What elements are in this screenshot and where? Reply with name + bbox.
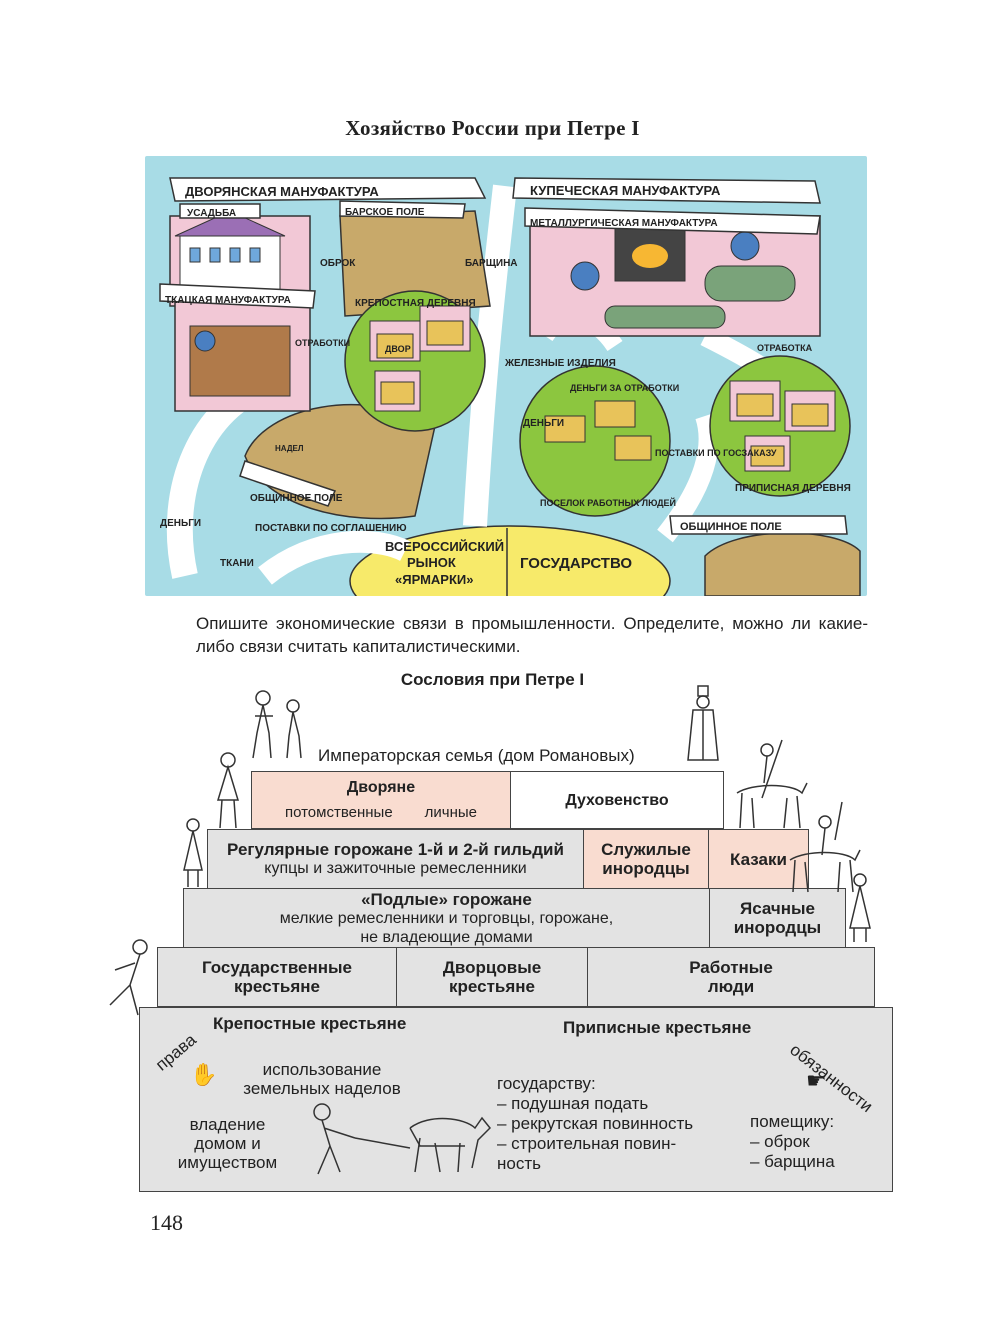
label-money-left: ДЕНЬГИ bbox=[160, 518, 201, 529]
rights-1-line2: земельных наделов bbox=[243, 1079, 401, 1098]
label-lords-field: БАРСКОЕ ПОЛЕ bbox=[345, 207, 425, 218]
nobility-title: Дворяне bbox=[346, 779, 416, 796]
pointing-hand-icon: ☛ bbox=[806, 1068, 826, 1093]
palace-peasants-box: Дворцовые крестьяне bbox=[396, 947, 588, 1007]
to-landlord-head: помещику: bbox=[750, 1112, 835, 1131]
assigned-peasants-label: Приписные крестьяне bbox=[563, 1018, 752, 1037]
label-state: ГОСУДАРСТВО bbox=[520, 555, 632, 572]
label-state-supplies: ПОСТАВКИ ПО ГОСЗАКАЗУ bbox=[655, 448, 777, 458]
label-metallurgical: МЕТАЛЛУРГИЧЕСКАЯ МАНУФАКТУРА bbox=[530, 218, 718, 229]
regular-townspeople-sub: купцы и зажиточные ремесленники bbox=[264, 860, 527, 877]
clergy-box: Духовенство bbox=[510, 771, 724, 829]
label-serf-village: КРЕПОСТНАЯ ДЕРЕВНЯ bbox=[355, 298, 476, 309]
service-foreigners-box: Служилые инородцы bbox=[583, 829, 709, 889]
state-peasants-line1: Государственные bbox=[201, 958, 353, 977]
cossack-rider-figure bbox=[736, 739, 808, 829]
nobility-hereditary: потомственные bbox=[284, 804, 393, 821]
label-communal-field-right: ОБЩИННОЕ ПОЛЕ bbox=[680, 521, 782, 533]
working-people-box: Работные люди bbox=[587, 947, 875, 1007]
label-dvor: ДВОР bbox=[385, 344, 411, 354]
rights-1-line1: использование bbox=[262, 1060, 382, 1079]
label-supplies: ПОСТАВКИ ПО СОГЛАШЕНИЮ bbox=[255, 523, 407, 534]
label-cloth: ТКАНИ bbox=[220, 558, 254, 569]
label-supply-money: ДЕНЬГИ ЗА ОТРАБОТКИ bbox=[570, 383, 679, 393]
label-market-2: РЫНОК bbox=[407, 555, 456, 570]
label-market-1: ВСЕРОССИЙСКИЙ bbox=[385, 539, 504, 554]
to-state-item-3: – строительная повин- bbox=[497, 1134, 677, 1153]
merchant-figure bbox=[183, 818, 203, 887]
mean-townspeople-sub2: не владеющие домами bbox=[360, 928, 533, 946]
label-money: ДЕНЬГИ bbox=[523, 418, 564, 429]
question-text: Опишите экономические связи в промышленн… bbox=[196, 614, 868, 656]
diagram-title: Сословия при Петре I bbox=[400, 670, 585, 689]
rights-2-line3: имуществом bbox=[177, 1153, 278, 1172]
to-landlord-item-1: – оброк bbox=[750, 1132, 810, 1151]
working-people-line1: Работные bbox=[689, 958, 773, 977]
label-barshchina: БАРЩИНА bbox=[465, 258, 518, 269]
mean-townspeople-sub1: мелкие ремесленники и торговцы, горожане… bbox=[279, 909, 614, 927]
label-obrok: ОБРОК bbox=[320, 258, 356, 269]
peasant-figure bbox=[109, 939, 148, 1016]
service-foreigners-line2: инородцы bbox=[602, 859, 690, 878]
native-figure bbox=[849, 873, 871, 942]
yasak-foreigners-line1: Ясачные bbox=[739, 899, 816, 918]
rights-1: использование земельных наделов bbox=[227, 1060, 417, 1098]
label-iron-goods: ЖЕЛЕЗНЫЕ ИЗДЕЛИЯ bbox=[504, 358, 616, 369]
to-state-item-4: ность bbox=[497, 1154, 541, 1173]
yasak-foreigners-box: Ясачные инородцы bbox=[709, 888, 846, 948]
to-landlord-list: помещику: – оброк – барщина bbox=[750, 1112, 835, 1172]
to-state-head: государству: bbox=[497, 1074, 596, 1093]
label-otrabotka: ОТРАБОТКА bbox=[757, 343, 813, 353]
state-peasants-box: Государственные крестьяне bbox=[157, 947, 397, 1007]
working-people-line2: люди bbox=[707, 977, 755, 996]
label-market-3: «ЯРМАРКИ» bbox=[395, 572, 473, 587]
label-nadel: НАДЕЛ bbox=[275, 444, 304, 453]
mean-townspeople-box: «Подлые» горожане мелкие ремесленники и … bbox=[183, 888, 710, 948]
rights-2-line2: домом и bbox=[194, 1134, 261, 1153]
to-state-list: государству: – подушная подать – рекрутс… bbox=[497, 1074, 693, 1174]
yasak-foreigners-line2: инородцы bbox=[733, 918, 822, 937]
economy-illustration: ДВОРЯНСКАЯ МАНУФАКТУРА КУПЕЧЕСКАЯ МАНУФА… bbox=[145, 156, 867, 596]
page-title: Хозяйство России при Петре I bbox=[345, 116, 640, 140]
rights-2-line1: владение bbox=[189, 1115, 266, 1134]
palace-peasants-line2: крестьяне bbox=[449, 977, 535, 996]
label-noble-manufactory: ДВОРЯНСКАЯ МАНУФАКТУРА bbox=[185, 184, 379, 199]
clergy-label: Духовенство bbox=[565, 791, 669, 809]
regular-townspeople-box: Регулярные горожане 1-й и 2-й гильдий ку… bbox=[207, 829, 584, 889]
label-assigned-village: ПРИПИСНАЯ ДЕРЕВНЯ bbox=[735, 483, 851, 494]
serfs-label: Крепостные крестьяне bbox=[213, 1014, 407, 1033]
serfs-base-box bbox=[139, 1007, 893, 1192]
hand-icon: ✋ bbox=[190, 1062, 218, 1087]
economy-illustration-svg: ДВОРЯНСКАЯ МАНУФАКТУРА КУПЕЧЕСКАЯ МАНУФА… bbox=[159, 177, 861, 596]
cossacks-label: Казаки bbox=[730, 849, 787, 869]
label-estate: УСАДЬБА bbox=[187, 208, 236, 219]
imperial-family-label: Императорская семья (дом Романовых) bbox=[318, 746, 635, 765]
mean-townspeople-title: «Подлые» горожане bbox=[361, 889, 532, 909]
rights-2: владение домом и имуществом bbox=[165, 1115, 290, 1172]
label-communal-field-left: ОБЩИННОЕ ПОЛЕ bbox=[250, 493, 343, 504]
to-state-item-2: – рекрутская повинность bbox=[497, 1114, 694, 1133]
patriarch-figure bbox=[687, 685, 719, 761]
state-peasants-line2: крестьяне bbox=[234, 977, 320, 996]
nobility-box: Дворяне потомственные личные bbox=[251, 771, 511, 829]
nobility-personal: личные bbox=[424, 804, 478, 821]
label-weaving: ТКАЦКАЯ МАНУФАКТУРА bbox=[165, 295, 291, 306]
regular-townspeople-title: Регулярные горожане 1-й и 2-й гильдий bbox=[227, 840, 564, 859]
to-state-item-1: – подушная подать bbox=[497, 1094, 649, 1113]
palace-peasants-line1: Дворцовые bbox=[442, 958, 542, 977]
noble-figure bbox=[216, 752, 240, 829]
plough-illustration bbox=[313, 1103, 492, 1175]
service-foreigners-line1: Служилые bbox=[601, 840, 691, 859]
label-merchant-manufactory: КУПЕЧЕСКАЯ МАНУФАКТУРА bbox=[530, 183, 721, 198]
page-number: 148 bbox=[150, 1210, 183, 1235]
label-workers-settlement: ПОСЕЛОК РАБОТНЫХ ЛЮДЕЙ bbox=[540, 497, 676, 508]
emperor-figures bbox=[252, 690, 302, 759]
to-landlord-item-2: – барщина bbox=[750, 1152, 835, 1171]
rider-figure bbox=[789, 801, 861, 893]
label-otrabotki: ОТРАБОТКИ bbox=[295, 338, 350, 348]
